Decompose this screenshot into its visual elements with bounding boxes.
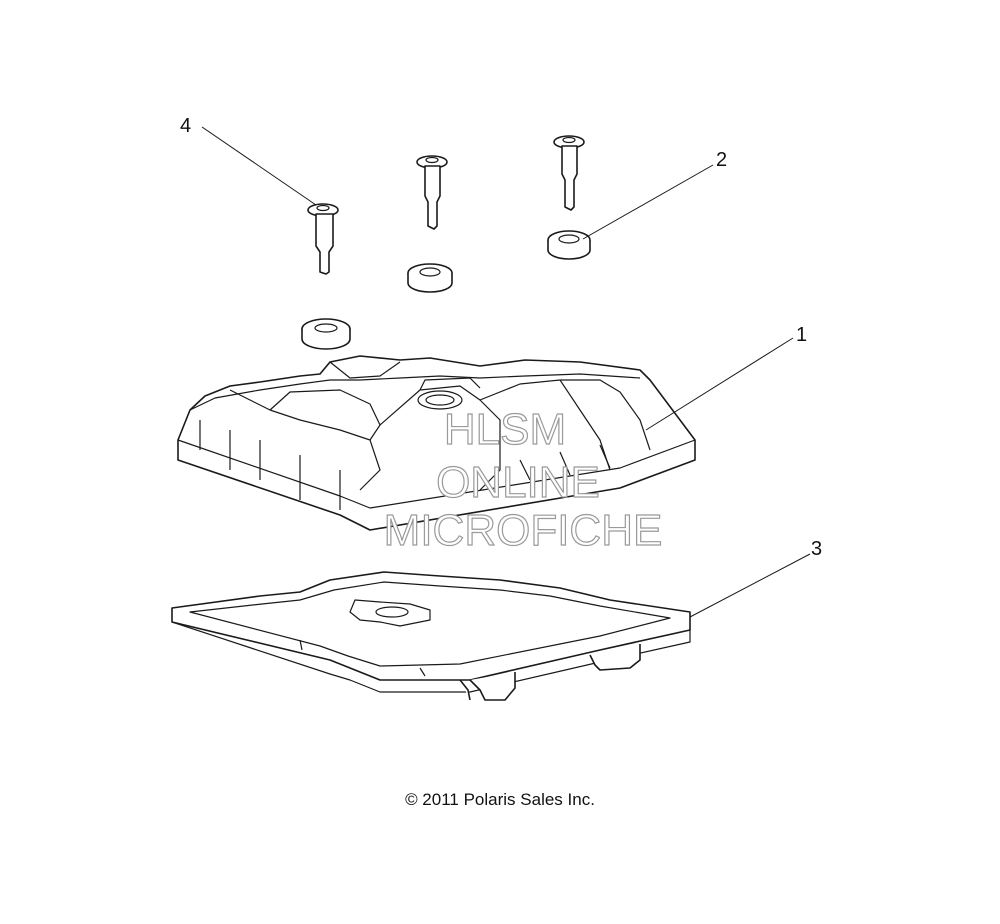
grommet-middle[interactable]: [407, 263, 453, 293]
watermark-line2: ONLINE: [436, 458, 600, 507]
bolt-left[interactable]: [307, 203, 339, 275]
grommet-right[interactable]: [547, 230, 591, 260]
leader-line-2: [582, 164, 714, 240]
leader-line-4: [201, 126, 317, 206]
watermark-line1: HLSM: [444, 405, 566, 454]
watermark: HLSM ONLINE MICROFICHE: [383, 404, 663, 555]
gasket[interactable]: [171, 571, 691, 701]
leader-line-1: [645, 337, 794, 431]
callout-1[interactable]: 1: [796, 324, 807, 346]
bolt-right[interactable]: [553, 135, 585, 211]
copyright-notice: © 2011 Polaris Sales Inc.: [405, 790, 595, 809]
watermark-line3: MICROFICHE: [384, 506, 663, 555]
callout-3[interactable]: 3: [811, 538, 822, 560]
valve-cover[interactable]: [177, 355, 696, 531]
grommet-left[interactable]: [301, 318, 351, 350]
callout-4[interactable]: 4: [180, 115, 191, 137]
leader-line-3: [689, 553, 811, 618]
bolt-middle[interactable]: [416, 155, 448, 230]
callout-2[interactable]: 2: [716, 149, 727, 171]
leader-lines: [201, 126, 811, 618]
